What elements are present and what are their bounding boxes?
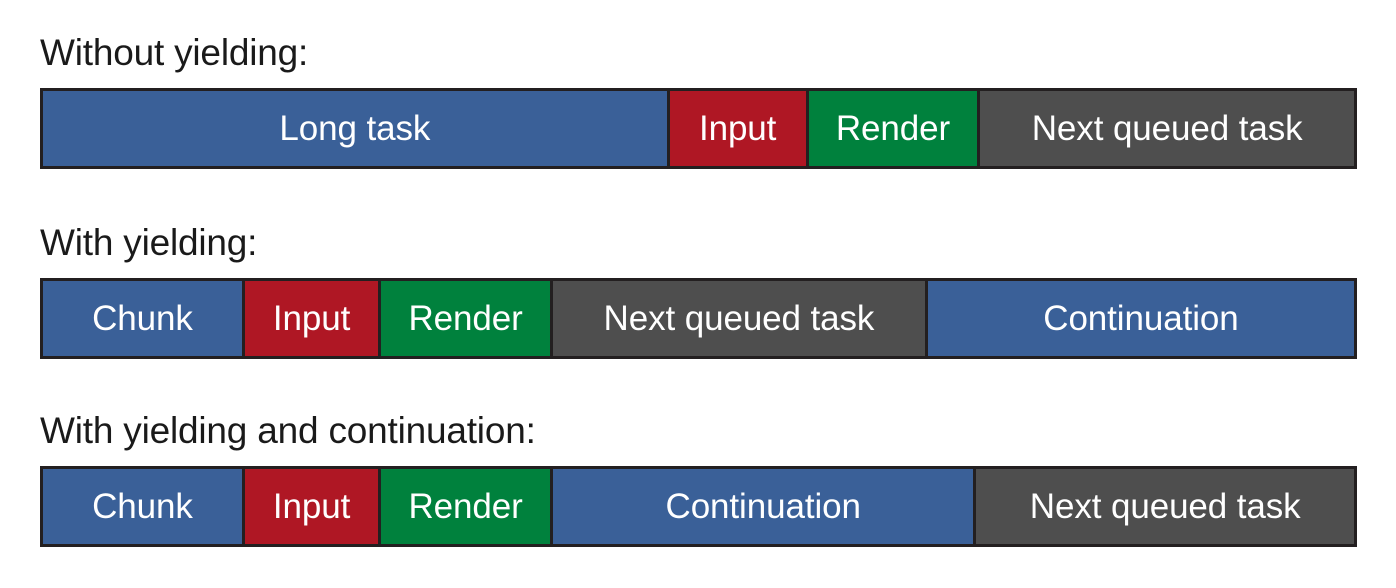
timeline-segment-label: Continuation (1043, 298, 1239, 338)
timeline-segment: Continuation (552, 469, 977, 544)
timeline-section: Without yielding: Long task Input Render Nex… (40, 32, 1357, 169)
timeline-segment-label: Input (272, 298, 351, 338)
timeline-segment: Render (381, 469, 553, 544)
timeline-segment: Input (244, 281, 382, 356)
timeline-segment-label: Continuation (665, 486, 861, 526)
timeline-segment-label: Input (272, 486, 351, 526)
timeline-segment-label: Next queued task (603, 298, 875, 338)
timeline-bar: Chunk Input Render Next queued task Continua… (40, 278, 1357, 359)
timeline-segment-label: Next queued task (1029, 486, 1301, 526)
timeline-segment-label: Chunk (92, 298, 193, 338)
timeline-segment: Long task (43, 91, 670, 166)
timeline-segment: Next queued task (980, 91, 1354, 166)
timeline-segment: Next queued task (552, 281, 928, 356)
timeline-bar: Long task Input Render Next queued task (40, 88, 1357, 169)
timeline-section-label: With yielding: (40, 222, 258, 263)
timeline-segment-label: Render (408, 298, 523, 338)
timeline-segment-label: Render (835, 108, 951, 148)
timeline-segment: Next queued task (976, 469, 1354, 544)
timeline-section-label: With yielding and continuation: (40, 410, 536, 451)
timeline-segment: Render (381, 281, 553, 356)
timeline-segment: Chunk (43, 281, 245, 356)
timeline-segment: Chunk (43, 469, 245, 544)
timeline-section-label: Without yielding: (40, 32, 309, 73)
timeline-segment-label: Chunk (92, 486, 193, 526)
timeline-segment-label: Long task (279, 108, 431, 148)
timeline-section: With yielding and continuation: Chunk Inpu… (40, 410, 1357, 547)
timeline-bar: Chunk Input Render Continuation Next queued … (40, 466, 1357, 547)
timeline-segment-label: Input (698, 108, 777, 148)
timeline-segment: Input (669, 91, 809, 166)
timeline-segment: Continuation (927, 281, 1354, 356)
timeline-segment: Input (244, 469, 382, 544)
timeline-segment: Render (808, 91, 981, 166)
timeline-segment-label: Render (408, 486, 523, 526)
timeline-section: With yielding: Chunk Input Render Next queue… (40, 222, 1357, 359)
timeline-segment-label: Next queued task (1031, 108, 1303, 148)
